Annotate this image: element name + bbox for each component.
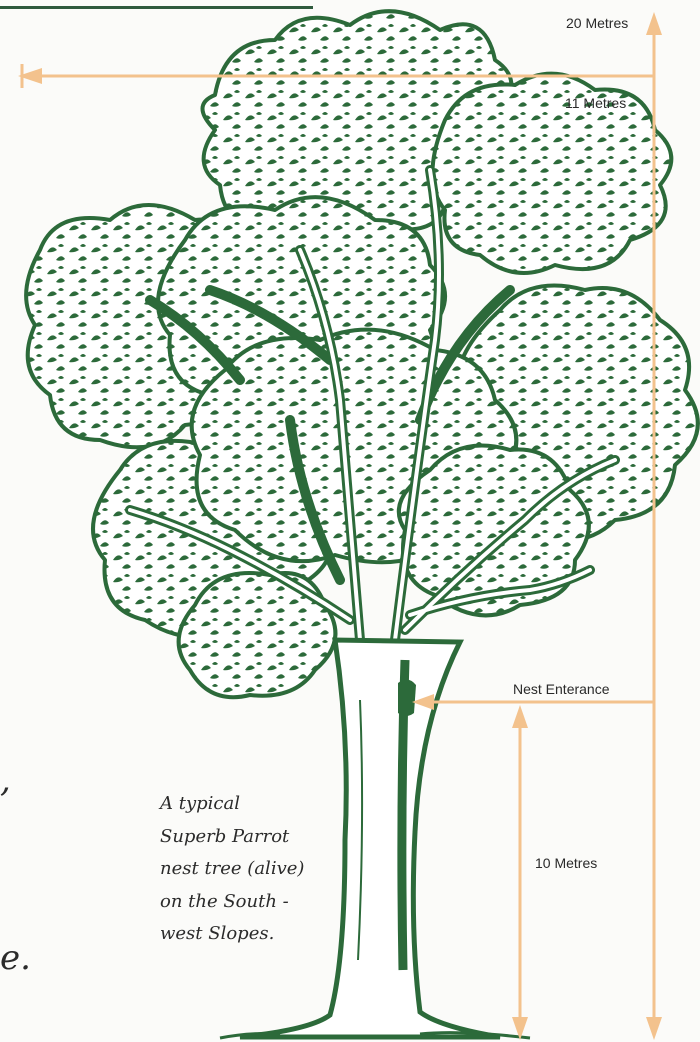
caption-line: west Slopes. [160, 918, 350, 951]
arrowhead-10m-top [512, 705, 528, 728]
arrowhead-top [646, 12, 662, 35]
label-10-metres: 10 Metres [535, 855, 597, 871]
caption-line: nest tree (alive) [160, 853, 350, 886]
label-20-metres: 20 Metres [566, 15, 628, 31]
arrowhead-bottom [646, 1017, 662, 1040]
cropped-text-mid: , [0, 760, 11, 800]
tree-canopy [26, 11, 698, 697]
caption: A typical Superb Parrot nest tree (alive… [160, 788, 350, 951]
caption-line: Superb Parrot [160, 821, 350, 854]
cropped-text-bottom: e. [0, 938, 31, 978]
caption-line: on the South - [160, 886, 350, 919]
caption-line: A typical [160, 788, 350, 821]
label-11-metres: 11 Metres [565, 95, 626, 111]
label-nest-entrance: Nest Enterance [513, 681, 610, 697]
nest-hollow [398, 679, 416, 716]
